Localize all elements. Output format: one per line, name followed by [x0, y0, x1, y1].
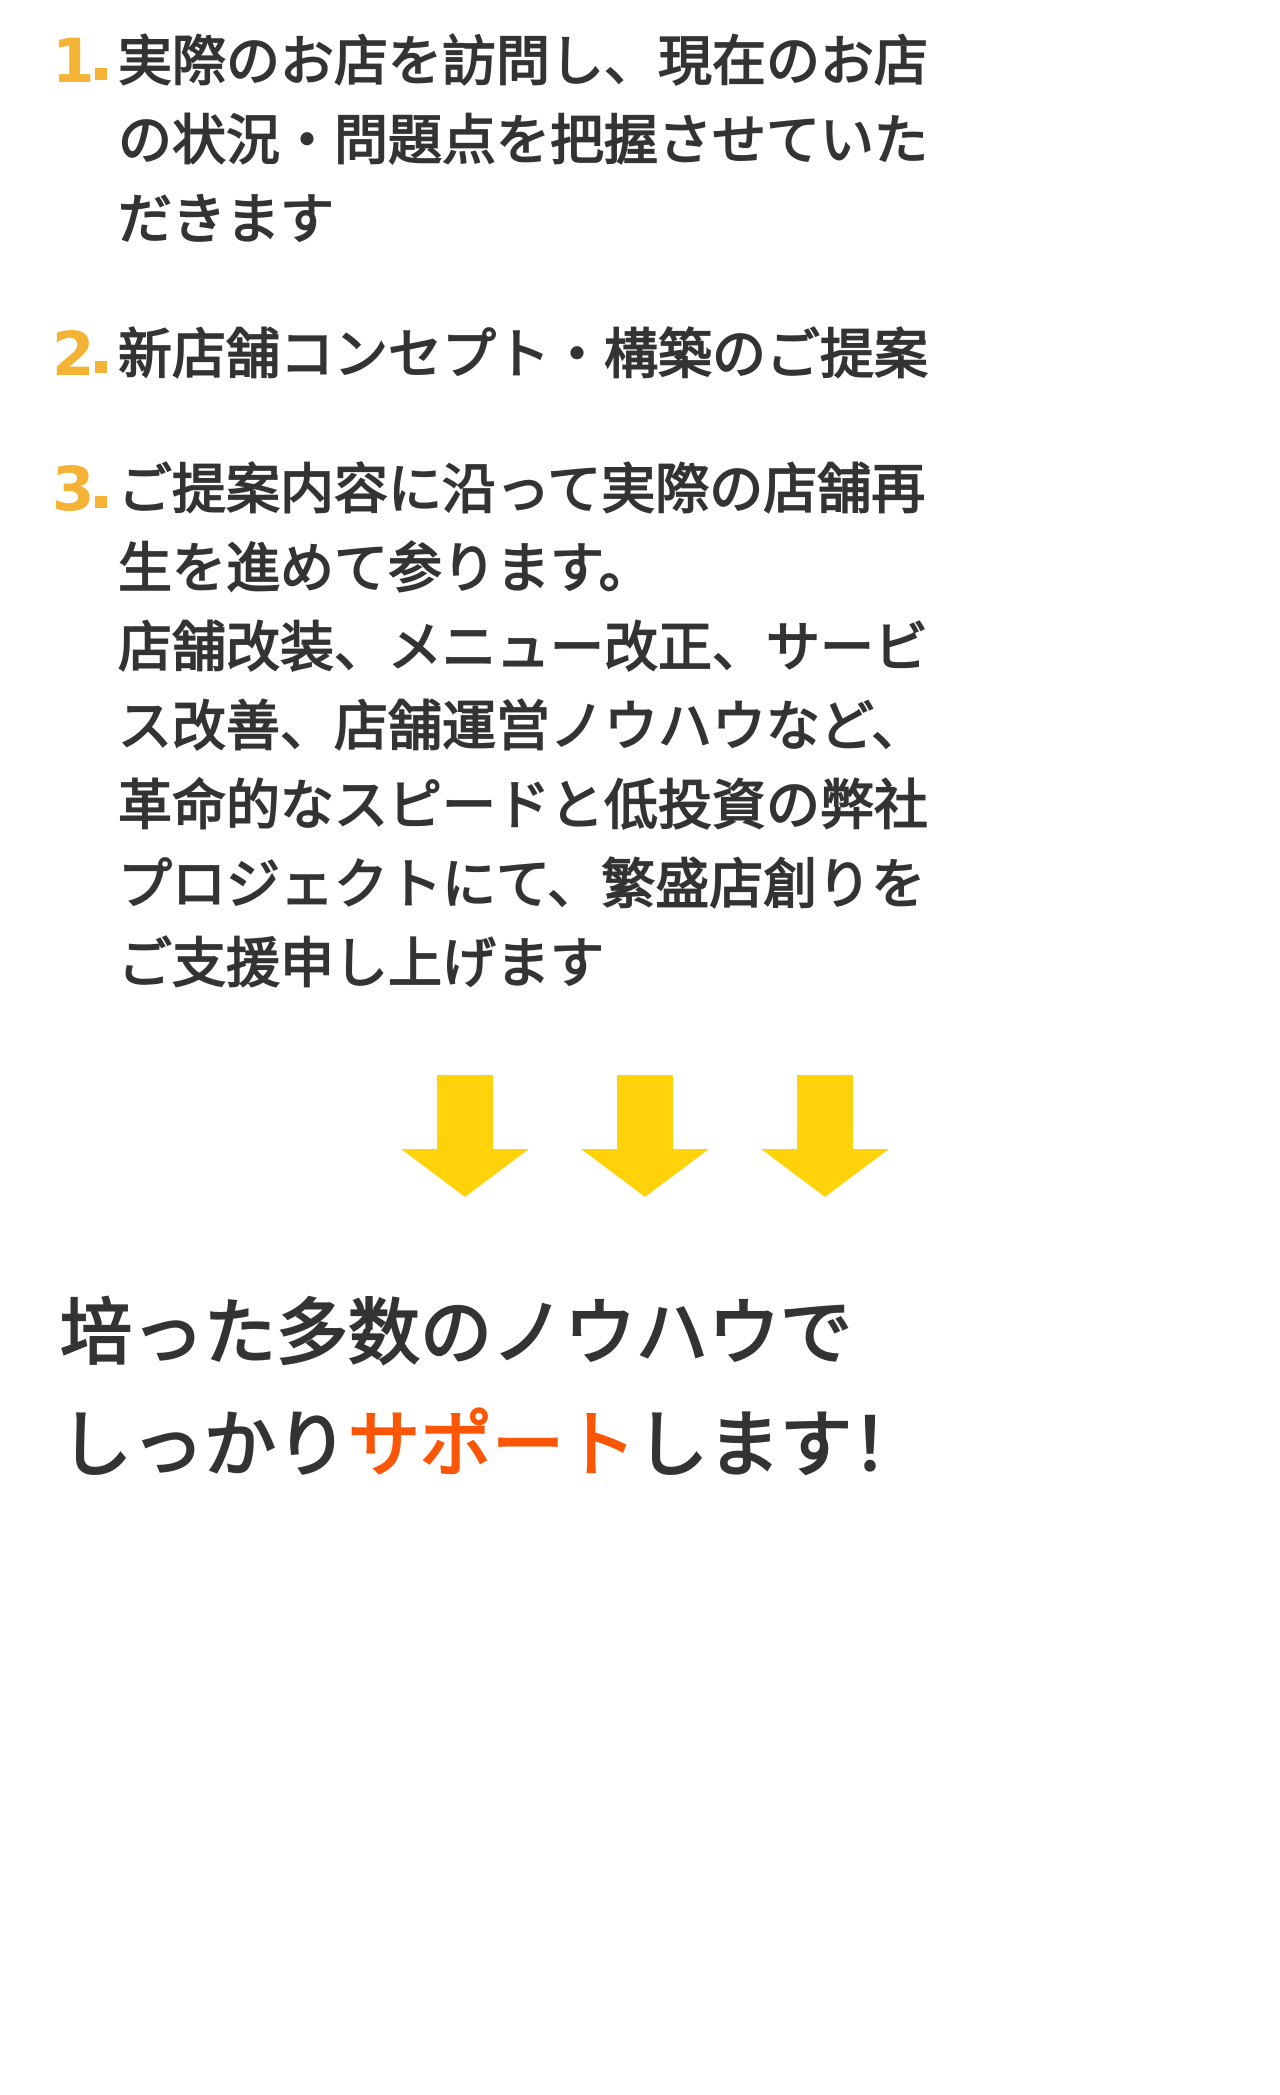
step-3-line-5: 革命的なスピードと低投資の弊社: [118, 774, 928, 837]
step-3-body: ご提案内容に沿って実際の店舗再 生を進めて参ります。 店舗改装、メニュー改正、サ…: [118, 450, 1240, 1003]
closing-line-2-before: しっかり: [60, 1403, 349, 1487]
closing-line-2: しっかりサポートします！: [60, 1389, 1232, 1501]
step-1-line-3: だきます: [118, 188, 334, 251]
closing-headline: 培った多数のノウハウで しっかりサポートします！: [0, 1277, 1280, 1541]
list-item: 1 実際のお店を訪問し、現在のお店 の状況・問題点を把握させていた だきます: [0, 22, 1280, 259]
step-1-line-1: 実際のお店を訪問し、現在のお店: [118, 30, 928, 93]
arrow-group: [0, 1075, 1280, 1197]
down-arrow-icon: [401, 1075, 529, 1197]
step-number-3: 3: [52, 450, 118, 529]
step-number-1-dot: [95, 68, 108, 80]
list-item: 3 ご提案内容に沿って実際の店舗再 生を進めて参ります。 店舗改装、メニュー改正…: [0, 450, 1280, 1003]
step-3-line-1: ご提案内容に沿って実際の店舗再: [118, 458, 926, 521]
step-number-1: 1: [52, 22, 118, 101]
step-3-line-4: ス改善、店舗運営ノウハウなど、: [118, 695, 926, 758]
step-number-2-value: 2: [52, 319, 94, 390]
step-3-line-3: 店舗改装、メニュー改正、サービ: [118, 616, 928, 679]
steps-list: 1 実際のお店を訪問し、現在のお店 の状況・問題点を把握させていた だきます 2…: [0, 0, 1280, 1003]
step-number-3-dot: [95, 496, 108, 508]
step-3-line-2: 生を進めて参ります。: [118, 537, 653, 600]
closing-line-2-highlight: サポート: [348, 1403, 637, 1487]
step-number-1-value: 1: [52, 26, 94, 97]
closing-line-2-after: します！: [636, 1403, 925, 1487]
closing-line-1: 培った多数のノウハウで: [60, 1291, 853, 1375]
down-arrow-icon: [761, 1075, 889, 1197]
step-1-line-2: の状況・問題点を把握させていた: [118, 109, 928, 172]
step-number-2: 2: [52, 315, 118, 394]
list-item: 2 新店舗コンセプト・構築のご提案: [0, 315, 1280, 394]
step-number-3-value: 3: [52, 454, 94, 525]
step-number-2-dot: [95, 361, 108, 373]
down-arrow-icon: [581, 1075, 709, 1197]
step-1-body: 実際のお店を訪問し、現在のお店 の状況・問題点を把握させていた だきます: [118, 22, 1240, 259]
step-2-line-1: 新店舗コンセプト・構築のご提案: [118, 323, 928, 386]
step-2-body: 新店舗コンセプト・構築のご提案: [118, 315, 1240, 394]
step-3-line-7: ご支援申し上げます: [118, 932, 604, 995]
step-3-line-6: プロジェクトにて、繁盛店創りを: [118, 853, 926, 916]
